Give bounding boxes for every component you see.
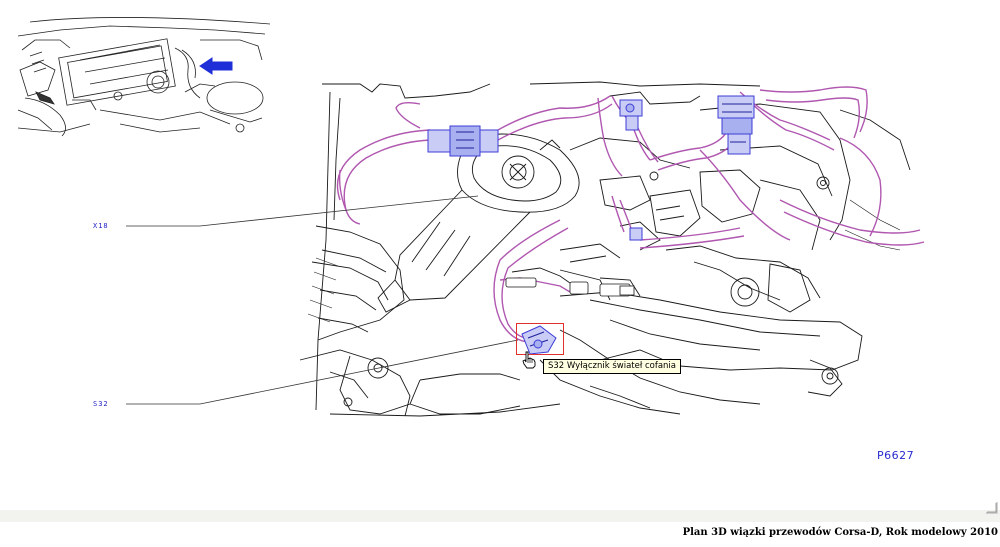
connector-top-right: [717, 95, 755, 155]
diagram-viewer[interactable]: X18 S32 S32 Wyłącznik świateł cofania P6…: [0, 0, 1000, 510]
diagram-page-code: P6627: [877, 449, 915, 462]
component-tooltip: S32 Wyłącznik świateł cofania: [543, 359, 681, 374]
callout-s32-label[interactable]: S32: [93, 400, 109, 408]
resize-grip-icon[interactable]: [984, 500, 998, 514]
connector-top-center: [619, 99, 643, 131]
wiring-harness: [336, 86, 925, 343]
footer-caption: Plan 3D wiązki przewodów Corsa-D, Rok mo…: [682, 527, 998, 538]
callout-x18-label[interactable]: X18: [93, 222, 109, 230]
switch-s32[interactable]: [521, 325, 557, 355]
connector-x18[interactable]: [427, 125, 499, 157]
locator-inset: [17, 17, 271, 137]
engine-bay-linework: [299, 81, 911, 417]
connector-small-mid: [629, 227, 643, 241]
leader-lines: [126, 195, 519, 405]
horizontal-scroll-strip[interactable]: [0, 510, 1000, 522]
selection-highlight: [516, 323, 564, 355]
hand-pointer-icon: [522, 351, 536, 369]
harness-connector-leads: [505, 277, 635, 297]
harness-diagram: [17, 17, 925, 417]
arrow-left-icon: [199, 57, 233, 75]
